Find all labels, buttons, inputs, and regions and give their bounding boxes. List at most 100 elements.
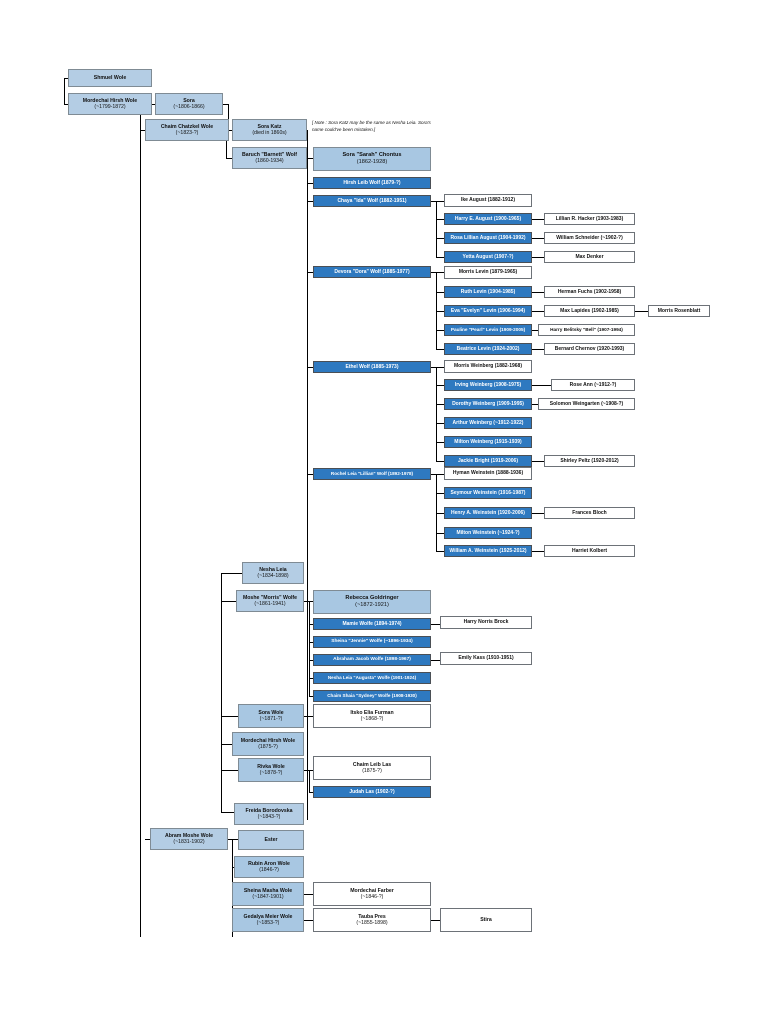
person-node-gedalya-meier-wole[interactable]: Gedalya Meier Wole(~1853-?) [232, 908, 304, 932]
connector-line [532, 238, 545, 239]
person-node-morris-weinberg[interactable]: Morris Weinberg (1882-1968) [444, 360, 532, 373]
person-node-mordechai-hirsh-wole[interactable]: Mordechai Hirsh Wole(~1799-1872) [68, 93, 152, 115]
person-node-dorothy-weinberg[interactable]: Dorothy Weinberg (1909-1995) [444, 398, 532, 410]
person-node-harry-norris-brock[interactable]: Harry Norris Brock [440, 616, 532, 629]
person-node-judah-las[interactable]: Judah Las (1902-?) [313, 786, 431, 798]
person-node-max-denker[interactable]: Max Denker [544, 251, 635, 263]
person-node-jackie-bright[interactable]: Jackie Bright (1919-2006) [444, 455, 532, 467]
person-node-william-a-weinstein[interactable]: William A. Weinstein (1925-2012) [444, 545, 532, 557]
person-name: Milton Weinberg (1915-1939) [454, 438, 522, 445]
person-node-eva-evelyn-levin[interactable]: Eva "Evelyn" Levin (1906-1994) [444, 305, 532, 317]
person-node-hyman-weinstein[interactable]: Hyman Weinstein (1888-1936) [444, 467, 532, 480]
person-node-shmuel-wole[interactable]: Shmuel Wole [68, 69, 152, 87]
person-node-devora-dora-wolf[interactable]: Devora "Dora" Wolf (1885-1977) [313, 266, 431, 278]
person-node-sora-sarah-chontus[interactable]: Sora "Sarah" Chontus(1862-1928) [313, 147, 431, 171]
person-node-abraham-jacob-wolfe[interactable]: Abraham Jacob Wolfe (1898-1967) [313, 654, 431, 666]
person-node-ruth-levin[interactable]: Ruth Levin (1904-1985) [444, 286, 532, 298]
person-name: Rebecca Goldringer [345, 595, 399, 602]
person-node-william-schneider[interactable]: William Schneider (~1902-?) [544, 232, 635, 244]
person-node-frances-bloch[interactable]: Frances Bloch [544, 507, 635, 519]
person-node-ike-august[interactable]: Ike August (1882-1912) [444, 194, 532, 207]
connector-line [226, 130, 227, 158]
person-node-mordechai-farber[interactable]: Mordechai Farber(~1846-?) [313, 882, 431, 906]
person-name: Seymour Weinstein (1916-1987) [450, 489, 526, 496]
person-name: Ethel Wolf (1885-1973) [345, 363, 399, 370]
person-node-rochel-leia-lillian-wolf[interactable]: Rochel Leia "Lillian" Wolf (1892-1978) [313, 468, 431, 480]
person-node-bernard-chernov[interactable]: Bernard Chernov (1920-1993) [544, 343, 635, 355]
person-node-chaim-chatzkel-wole[interactable]: Chaim Chatzkel Wole(~1823-?) [145, 119, 229, 141]
person-node-chaim-shaia-sydney-wolfe[interactable]: Chaim Shaia "Sydney" Wolfe (1908-1930) [313, 690, 431, 702]
person-node-irving-weinberg[interactable]: Irving Weinberg (1908-1975) [444, 379, 532, 391]
person-dates: (1875-?) [258, 744, 278, 750]
person-name: Milton Weinstein (~1924-?) [456, 529, 520, 536]
person-node-chaim-leib-las[interactable]: Chaim Leib Las(1875-?) [313, 756, 431, 780]
person-node-chaya-ida-wolf[interactable]: Chaya "Ida" Wolf (1882-1951) [313, 195, 431, 207]
person-node-sora-katz[interactable]: Sora Katz(died in 1860s) [232, 119, 307, 141]
person-name: Rose Ann (~1912-?) [569, 381, 617, 388]
person-node-milton-weinberg[interactable]: Milton Weinberg (1915-1939) [444, 436, 532, 448]
connector-line [221, 716, 239, 717]
person-node-seymour-weinstein[interactable]: Seymour Weinstein (1916-1987) [444, 487, 532, 499]
person-node-emily-kass[interactable]: Emily Kass (1910-1951) [440, 652, 532, 665]
person-node-itsko-elia-furman[interactable]: Itsko Elia Furman(~1868-?) [313, 704, 431, 728]
person-node-nesha-leia[interactable]: Nesha Leia(~1834-1898) [242, 562, 304, 584]
person-name: Gedalya Meier Wole [243, 913, 293, 920]
person-node-mordechai-hirsh-wole-2[interactable]: Mordechai Hirsh Wole(1875-?) [232, 732, 304, 756]
person-node-max-lapides[interactable]: Max Lapides (1902-1985) [544, 305, 635, 317]
person-name: Harry E. August (1900-1965) [454, 215, 522, 222]
person-node-sheina-masha-wole[interactable]: Sheina Masha Wole(~1847-1901) [232, 882, 304, 906]
person-node-mamie-wolfe[interactable]: Mamie Wolfe (1894-1974) [313, 618, 431, 630]
person-node-sheina-jennie-wolfe[interactable]: Sheina "Jennie" Wolfe (~1896-1934) [313, 636, 431, 648]
person-node-beatrice-levin[interactable]: Beatrice Levin (1924-2002) [444, 343, 532, 355]
connector-line [229, 130, 233, 131]
person-node-ethel-wolf[interactable]: Ethel Wolf (1885-1973) [313, 361, 431, 373]
person-node-morris-rosenblatt[interactable]: Morris Rosenblatt [648, 305, 710, 317]
person-node-herman-fuchs[interactable]: Herman Fuchs (1902-1958) [544, 286, 635, 298]
person-dates: (~1853-?) [256, 920, 280, 926]
person-node-harry-e-august[interactable]: Harry E. August (1900-1965) [444, 213, 532, 225]
person-node-rubin-aron-wole[interactable]: Rubin Aron Wole(1846-?) [234, 856, 304, 878]
person-node-harry-belitsky-bell[interactable]: Harry Belitsky "Bell" (1907-1994) [538, 324, 635, 336]
person-name: Devora "Dora" Wolf (1885-1977) [334, 268, 410, 275]
person-node-lillian-r-hacker[interactable]: Lillian R. Hacker (1903-1983) [544, 213, 635, 225]
person-name: Harry Norris Brock [463, 619, 509, 626]
person-node-moshe-morris-wolfe[interactable]: Moshe "Morris" Wolfe(~1861-1941) [236, 590, 304, 612]
person-node-nesha-leia-augusta-wolfe[interactable]: Nesha Leia "Augusta" Wolfe (1901-1924) [313, 672, 431, 684]
connector-line [64, 104, 69, 105]
person-node-rose-ann[interactable]: Rose Ann (~1912-?) [551, 379, 635, 391]
person-node-henry-a-weinstein[interactable]: Henry A. Weinstein (1920-2006) [444, 507, 532, 519]
person-node-rosa-lillian-august[interactable]: Rosa Lillian August (1904-1992) [444, 232, 532, 244]
person-name: Frances Bloch [572, 509, 607, 516]
person-node-rebecca-goldringer[interactable]: Rebecca Goldringer(~1872-1921) [313, 590, 431, 614]
person-node-shirley-peltz[interactable]: Shirley Peltz (1920-2012) [544, 455, 635, 467]
person-name: Jackie Bright (1919-2006) [457, 457, 519, 464]
person-node-tauba-pres[interactable]: Tauba Pres(~1855-1898) [313, 908, 431, 932]
person-node-arthur-weinberg[interactable]: Arthur Weinberg (~1912-1922) [444, 417, 532, 429]
person-node-pauline-pearl-levin[interactable]: Pauline "Pearl" Levin (1909-2005) [444, 324, 532, 336]
person-node-hirsh-leib-wolf[interactable]: Hirsh Leib Wolf (1879-?) [313, 177, 431, 189]
person-node-morris-levin[interactable]: Morris Levin (1879-1965) [444, 266, 532, 279]
connector-line [309, 642, 314, 643]
person-node-milton-weinstein[interactable]: Milton Weinstein (~1924-?) [444, 527, 532, 539]
connector-line [532, 551, 545, 552]
person-node-sora-wole[interactable]: Sora Wole(~1871-?) [238, 704, 304, 728]
person-name: Sheina Masha Wole [243, 887, 293, 894]
connector-line [145, 839, 151, 840]
person-node-sora[interactable]: Sora(~1806-1866) [155, 93, 223, 115]
person-node-harriet-kolbert[interactable]: Harriet Kolbert [544, 545, 635, 557]
person-name: Herman Fuchs (1902-1958) [557, 288, 622, 295]
person-node-solomon-weingarten[interactable]: Solomon Weingarten (~1908-?) [538, 398, 635, 410]
person-dates: (~1843-?) [257, 814, 281, 820]
person-node-ester[interactable]: Ester [238, 830, 304, 850]
person-node-abram-moshe-wole[interactable]: Abram Moshe Wole(~1831-1902) [150, 828, 228, 850]
person-name: Solomon Weingarten (~1908-?) [549, 400, 624, 407]
person-node-stira[interactable]: Stira [440, 908, 532, 932]
person-dates: (~1872-1921) [355, 602, 389, 608]
person-node-rivka-wole[interactable]: Rivka Wole(~1878-?) [238, 758, 304, 782]
connector-line [221, 573, 222, 812]
person-node-yetta-august[interactable]: Yetta August (1907-?) [444, 251, 532, 263]
person-node-freida-borodovska[interactable]: Freida Borodovska(~1843-?) [234, 803, 304, 825]
person-name: Mordechai Hirsh Wole [240, 737, 296, 744]
person-node-baruch-barnett-wolf[interactable]: Baruch "Barnett" Wolf(1860-1934) [232, 147, 307, 169]
